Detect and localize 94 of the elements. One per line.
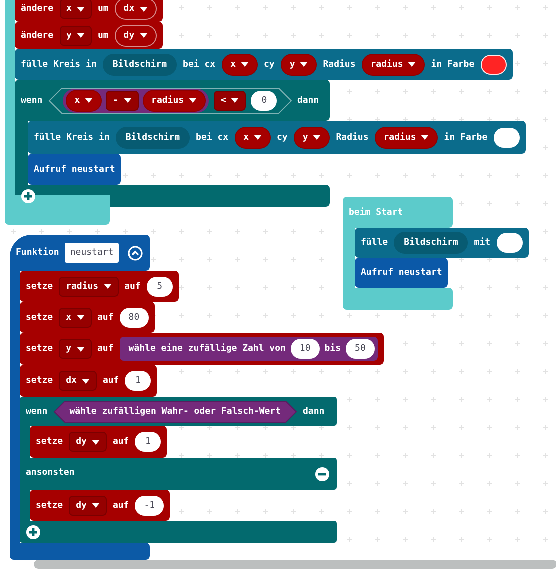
statement-block — [15, 0, 163, 22]
variable-reporter: y — [280, 54, 318, 76]
block-text: ansonsten — [26, 468, 75, 478]
statement-block — [15, 49, 513, 80]
variable-dropdown: x — [60, 0, 92, 19]
variable-reporter: radius — [362, 54, 426, 76]
block-text: auf — [98, 312, 114, 322]
statement-block — [20, 365, 158, 397]
boolean-block: wähle zufälligen Wahr- oder Falsch-Wert — [54, 400, 298, 422]
number-field: 1 — [135, 432, 162, 452]
number-field: 5 — [146, 276, 173, 296]
color-picker — [496, 233, 523, 253]
math-block — [120, 337, 378, 361]
block-text: wenn — [26, 406, 48, 416]
operator-dropdown: < — [214, 90, 246, 110]
statement-block — [30, 490, 170, 521]
block-text: setze — [26, 282, 54, 292]
number-field: 10 — [290, 339, 320, 359]
image-selector: Bildschirm — [116, 126, 190, 148]
statement-block — [20, 333, 384, 365]
block-text: ändere — [21, 4, 54, 14]
block-text: ändere — [21, 30, 54, 40]
block-text: bis — [324, 344, 342, 354]
variable-dropdown: x — [59, 308, 92, 328]
variable-reporter: radius — [374, 126, 438, 148]
block-text: setze — [26, 312, 54, 322]
comparison-block — [48, 88, 292, 114]
block-text: bei cx — [183, 60, 216, 70]
image-selector: Bildschirm — [102, 54, 178, 76]
block-text: auf — [112, 437, 130, 447]
block-text: fülle Kreis in — [21, 60, 97, 70]
block-text: Aufruf neustart — [34, 164, 116, 174]
block-text: auf — [124, 282, 141, 292]
math-block — [62, 88, 210, 112]
block-text: cy — [264, 60, 275, 70]
if-else-block — [20, 397, 337, 543]
block-text: in Farbe — [431, 60, 475, 70]
statement-block — [15, 22, 163, 49]
block-text: um — [98, 30, 109, 40]
block-text: beim Start — [349, 208, 404, 218]
block-text: cy — [276, 132, 288, 142]
block-text: Radius — [336, 132, 369, 142]
variable-reporter: x — [66, 90, 102, 112]
variable-reporter: dy — [114, 24, 157, 46]
call-block — [355, 258, 448, 288]
block-text: wenn — [21, 96, 43, 106]
call-block — [28, 154, 122, 185]
block-text: dann — [297, 96, 320, 106]
block-text: auf — [98, 344, 114, 354]
block-text: bei cx — [196, 132, 229, 142]
number-field: 1 — [125, 371, 152, 391]
variable-dropdown: y — [59, 339, 92, 359]
block-text: setze — [26, 344, 54, 354]
number-field: 80 — [120, 308, 149, 328]
event-block — [343, 197, 453, 228]
variable-reporter: y — [294, 126, 330, 148]
variable-dropdown: dx — [59, 371, 97, 391]
variable-dropdown: radius — [59, 276, 119, 296]
block-text: Aufruf neustart — [361, 268, 442, 278]
loop-block — [5, 195, 110, 225]
function-block — [10, 235, 150, 271]
statement-block — [355, 228, 529, 258]
block-text: in Farbe — [444, 132, 488, 142]
block-text: dann — [303, 406, 325, 416]
image-selector: Bildschirm — [394, 232, 468, 254]
statement-block — [20, 271, 179, 302]
if-block — [15, 80, 330, 121]
block-text: mit — [474, 238, 491, 248]
variable-reporter: x — [234, 126, 271, 148]
block-text: wähle eine zufällige Zahl von — [128, 344, 286, 354]
block-text: auf — [102, 376, 120, 386]
block-text: setze — [26, 376, 54, 386]
variable-reporter: radius — [142, 90, 206, 112]
variable-reporter: x — [222, 54, 258, 76]
variable-dropdown: dy — [69, 496, 107, 516]
name-field: neustart — [65, 243, 119, 263]
block-text: setze — [36, 437, 64, 447]
block-text: fülle — [361, 238, 388, 248]
color-picker — [494, 128, 520, 148]
number-field: 50 — [346, 339, 375, 359]
operator-dropdown: - — [106, 90, 139, 110]
variable-dropdown: dy — [69, 432, 107, 452]
color-picker — [480, 54, 507, 74]
block-text: Radius — [323, 60, 356, 70]
block-text: setze — [36, 500, 64, 510]
block-text: fülle Kreis in — [34, 132, 110, 142]
block-text: Funktion — [16, 248, 60, 258]
statement-block — [28, 121, 526, 154]
block-text: auf — [112, 500, 130, 510]
number-field: -1 — [135, 496, 164, 516]
variable-dropdown: y — [60, 26, 92, 46]
statement-block — [30, 426, 168, 458]
variable-reporter: dx — [114, 0, 157, 20]
block-text: um — [98, 4, 109, 14]
